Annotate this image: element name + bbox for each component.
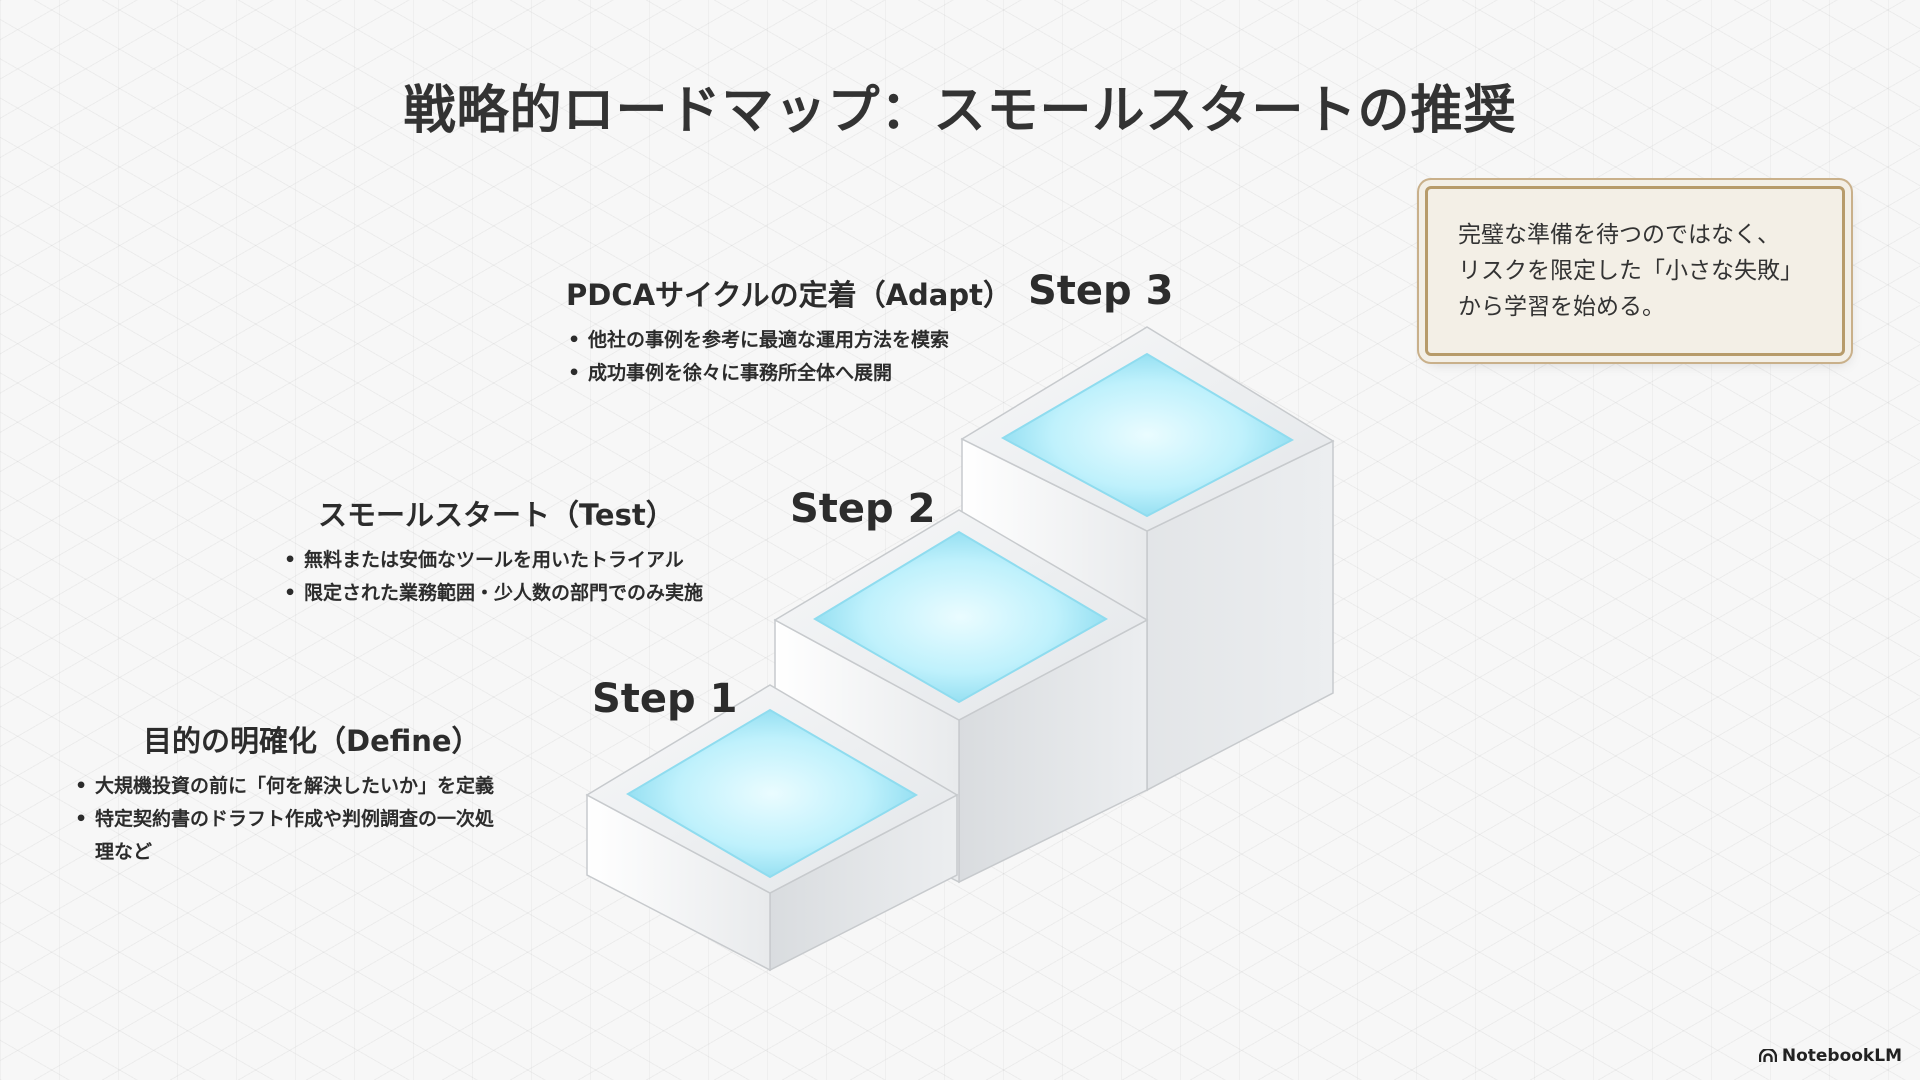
step-1-heading: 目的の明確化（Define）: [143, 718, 494, 760]
note-line: 完璧な準備を待つのではなく、: [1458, 217, 1812, 253]
step-1-label: Step 1: [592, 676, 737, 722]
step-1-description: 目的の明確化（Define） 大規機投資の前に「何を解決したいか」を定義 特定契…: [73, 718, 494, 869]
step-3-label: Step 3: [1028, 268, 1173, 314]
step-3-bullet: 成功事例を徐々に事務所全体へ展開: [566, 357, 1012, 390]
step-3-heading: PDCAサイクルの定着（Adapt）: [566, 272, 1012, 314]
step-2-description: スモールスタート（Test） 無料または安価なツールを用いたトライアル 限定され…: [282, 492, 703, 610]
brand-name: NotebookLM: [1782, 1046, 1902, 1066]
notebooklm-logo-icon: [1759, 1049, 1777, 1063]
step-1-bullet: 特定契約書のドラフト作成や判例調査の一次処: [73, 803, 494, 836]
callout-note: 完璧な準備を待つのではなく、 リスクを限定した「小さな失敗」 から学習を始める。: [1425, 186, 1845, 356]
step-3-description: PDCAサイクルの定着（Adapt） 他社の事例を参考に最適な運用方法を模索 成…: [566, 272, 1012, 390]
step-2-bullet: 無料または安価なツールを用いたトライアル: [282, 544, 703, 577]
step-2-bullet: 限定された業務範囲・少人数の部門でのみ実施: [282, 577, 703, 610]
brand-watermark: NotebookLM: [1759, 1046, 1902, 1066]
step-2-label: Step 2: [790, 486, 935, 532]
step-2-heading: スモールスタート（Test）: [318, 492, 703, 534]
note-line: リスクを限定した「小さな失敗」: [1458, 253, 1812, 289]
step-1-bullet: 大規機投資の前に「何を解決したいか」を定義: [73, 770, 494, 803]
step-3-bullet: 他社の事例を参考に最適な運用方法を模索: [566, 324, 1012, 357]
note-line: から学習を始める。: [1458, 289, 1812, 325]
step-1-bullet-continuation: 理など: [73, 836, 494, 869]
